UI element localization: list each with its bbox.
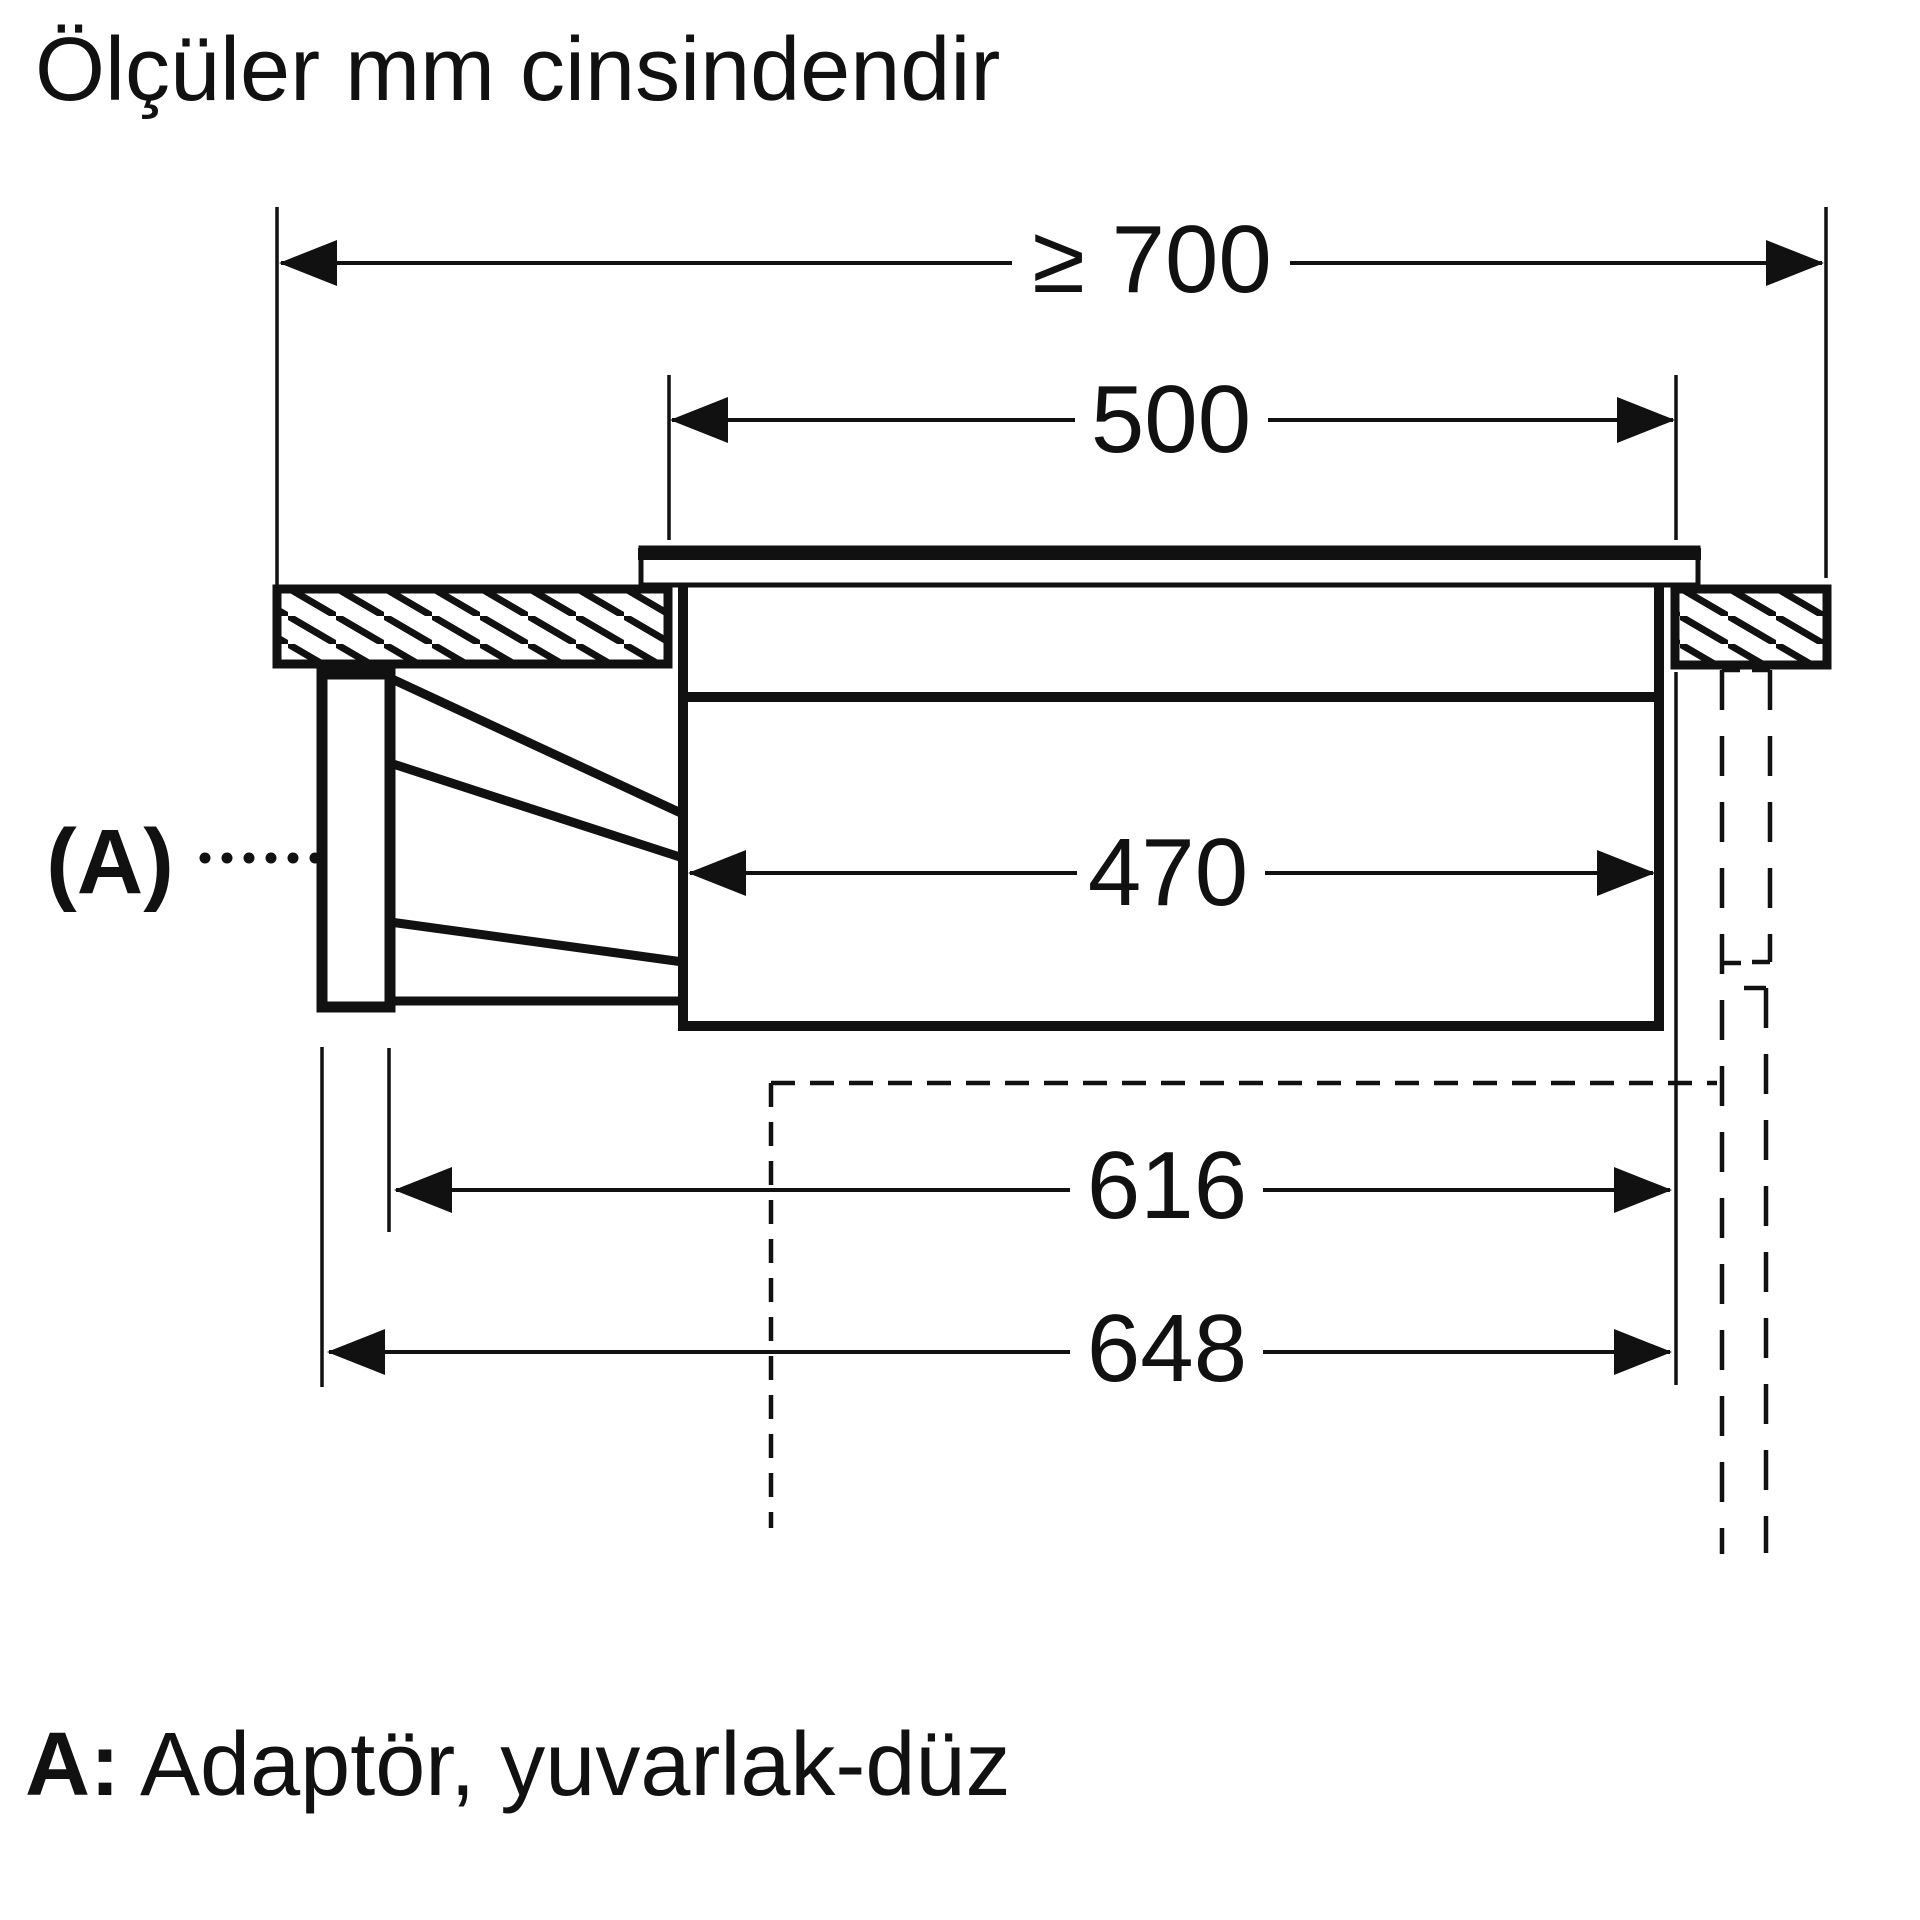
adapter-callout-label: (A) [46,811,174,913]
dimension-value-616: 616 [1087,1132,1247,1239]
worktop-right-hatch [1670,584,1832,670]
arrowhead-left-icon [670,397,728,443]
adapter-assembly [316,668,685,1013]
arrowhead-left-icon [394,1167,452,1213]
arrowhead-right-icon [1614,1167,1672,1213]
arrowhead-left-icon [688,850,746,896]
dimension-value-overall-width: ≥ 700 [1032,206,1272,313]
legend-key-label: A: [25,1715,120,1815]
dimension-cutout-width: 500 [667,366,1678,540]
dimension-overall-width: ≥ 700 [275,206,1828,585]
arrowhead-right-icon [1766,240,1824,286]
arrowhead-right-icon [1614,1329,1672,1375]
worktop-left-hatch [272,584,673,669]
arrowhead-left-icon [279,240,337,286]
leader-dot [243,852,255,864]
arrowhead-right-icon [1617,397,1675,443]
dimension-value-cutout: 500 [1091,366,1251,473]
dimension-value-648: 648 [1087,1295,1247,1402]
dimension-616: 616 [387,1048,1672,1239]
dimension-value-body-width: 470 [1088,819,1248,926]
diagram-title: Ölçüler mm cinsindendir [35,20,1000,120]
arrowhead-right-icon [1597,850,1655,896]
dimension-body-width: 470 [688,819,1655,926]
adapter-flange [316,668,396,1013]
leader-dot [265,852,277,864]
appliance-body [678,584,1664,1031]
leader-dot [221,852,233,864]
leader-dot [309,852,321,864]
clearance-dashed-outline [768,1080,1717,1528]
adapter-funnel-line-3 [389,917,684,967]
legend: A: Adaptör, yuvarlak-düz [25,1715,1010,1815]
leader-dot [199,852,211,864]
dotted-leader-line [199,852,321,864]
legend-description: Adaptör, yuvarlak-düz [140,1715,1010,1815]
adapter-funnel-line-2 [388,758,685,863]
cooktop-glass-plate [638,545,1701,588]
leader-dot [287,852,299,864]
adapter-funnel-line-1 [390,674,685,819]
dimension-648: 648 [320,1047,1672,1402]
arrowhead-left-icon [327,1329,385,1375]
exhaust-duct-dashed [1719,667,1773,1554]
